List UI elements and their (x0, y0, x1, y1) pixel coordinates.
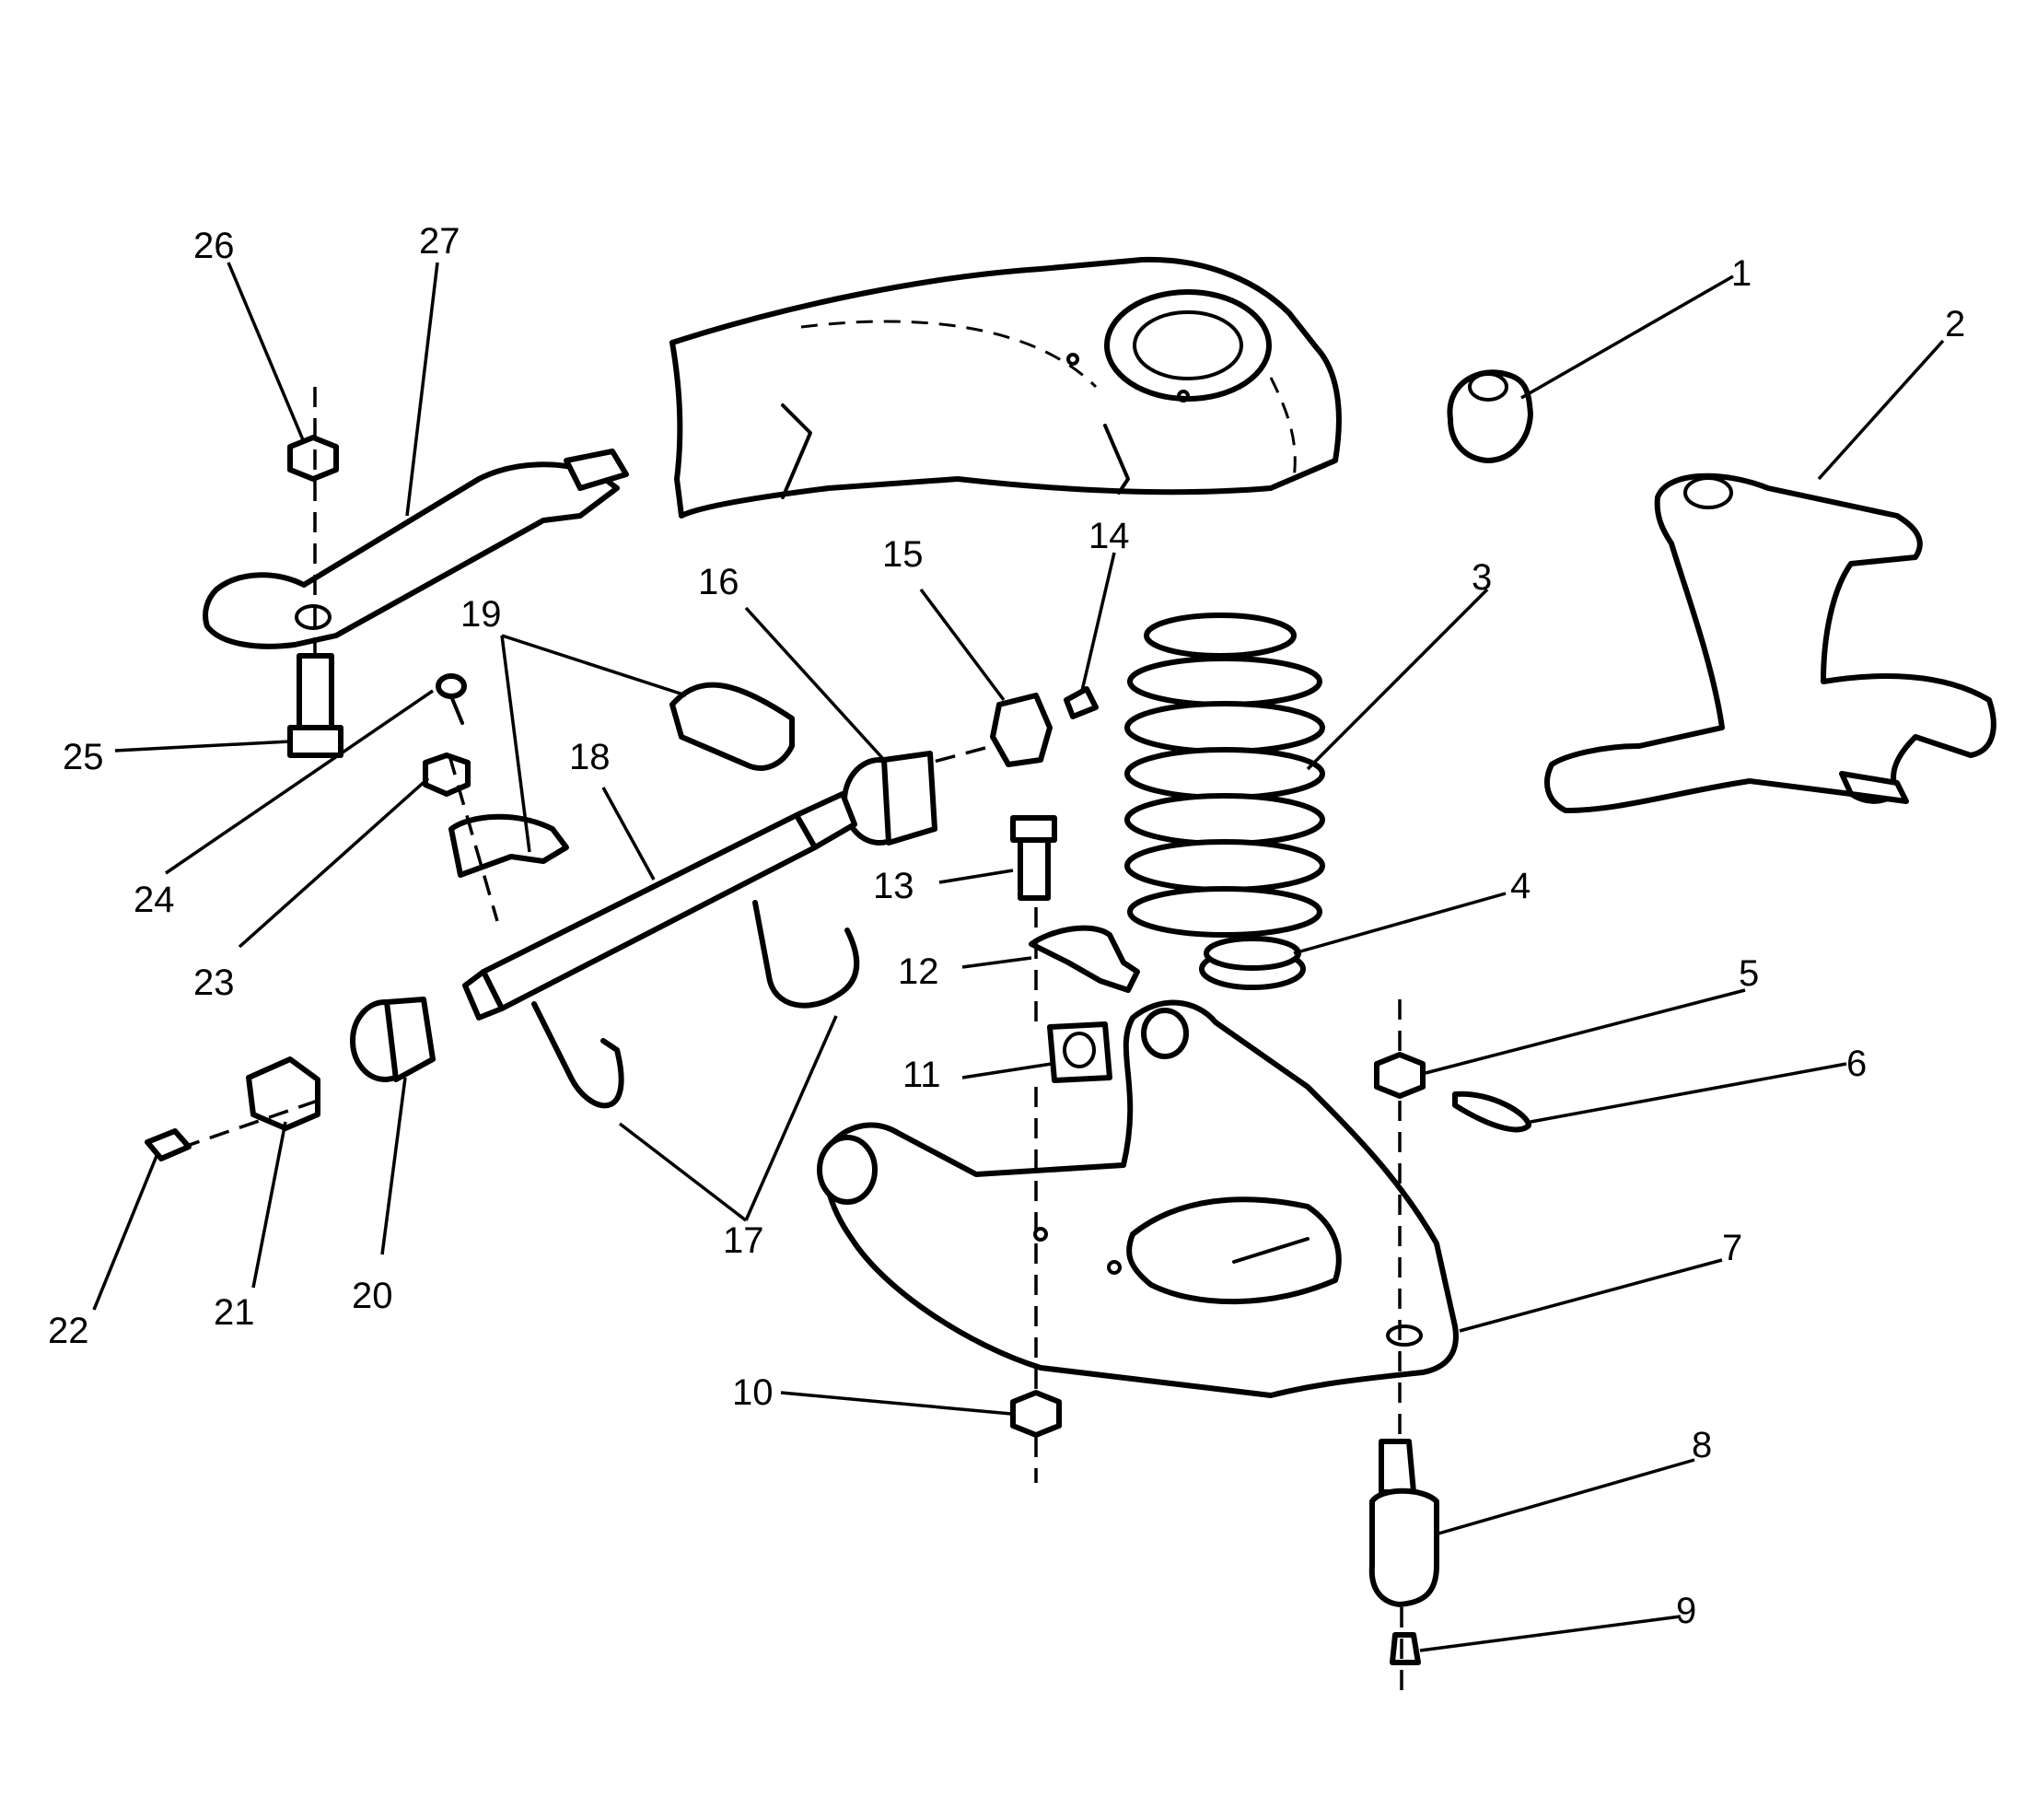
cotter-pin-part-6 (1452, 1091, 1531, 1133)
u-bolt-part-17a (752, 900, 860, 1009)
callout-1: 1 (1731, 253, 1752, 294)
nut-part-23 (423, 752, 471, 797)
callout-5: 5 (1739, 953, 1759, 994)
callout-3: 3 (1472, 557, 1492, 598)
callout-2: 2 (1945, 304, 1965, 344)
callout-7: 7 (1722, 1228, 1742, 1268)
nut-part-5 (1374, 1052, 1426, 1099)
callout-4: 4 (1510, 866, 1531, 906)
frame-crossmember (669, 256, 1342, 519)
nut-part-10 (1010, 1390, 1062, 1438)
callout-23: 23 (193, 962, 235, 1003)
bumper-part-1 (1447, 369, 1533, 463)
callout-25: 25 (63, 737, 104, 777)
callout-13: 13 (873, 866, 914, 906)
callout-12: 12 (898, 951, 939, 992)
callout-15: 15 (882, 534, 924, 575)
callout-16: 16 (698, 562, 739, 602)
coil-spring-part-3 (1124, 612, 1325, 938)
bolt-part-13 (1010, 815, 1057, 901)
bushing-part-16 (842, 751, 937, 846)
callout-11: 11 (902, 1055, 941, 1095)
callout-labels: 1 2 3 4 5 6 7 8 9 10 11 12 13 14 15 16 1… (48, 221, 1965, 1631)
bushing-part-15 (990, 693, 1053, 767)
grease-fitting-part-22 (145, 1128, 192, 1161)
callout-19: 19 (460, 594, 502, 635)
callout-20: 20 (352, 1276, 393, 1316)
callout-21: 21 (214, 1292, 255, 1333)
bushing-part-20 (350, 997, 436, 1082)
u-bolt-part-17b (531, 1001, 624, 1109)
centerlines (183, 387, 1403, 1690)
callout-10: 10 (732, 1372, 774, 1413)
bracket-part-19a (669, 682, 795, 771)
spring-insulator-part-4 (1199, 936, 1306, 990)
ball-joint-part-8 (1368, 1439, 1439, 1607)
grease-fitting-part-9 (1390, 1632, 1421, 1665)
callout-22: 22 (48, 1311, 89, 1351)
nut-part-26 (287, 435, 339, 482)
leader-lines (92, 262, 1945, 1652)
callout-9: 9 (1676, 1591, 1696, 1631)
callout-8: 8 (1692, 1425, 1712, 1465)
callout-14: 14 (1088, 516, 1130, 556)
callout-18: 18 (569, 737, 611, 777)
callout-24: 24 (134, 880, 175, 920)
bolt-part-25 (287, 653, 343, 758)
callout-17: 17 (723, 1220, 764, 1261)
control-arm-part-27 (203, 449, 629, 649)
callout-6: 6 (1846, 1044, 1867, 1084)
callout-27: 27 (419, 221, 460, 262)
nut-part-21 (246, 1056, 320, 1131)
pin-part-24 (436, 673, 467, 725)
strut-bar-part-18 (462, 791, 857, 1021)
steering-knuckle-part-2 (1544, 472, 1996, 813)
bushing-part-11 (1047, 1021, 1112, 1083)
grease-fitting-part-14 (1064, 686, 1099, 719)
callout-26: 26 (193, 226, 235, 266)
bracket-part-12 (1029, 925, 1140, 993)
lower-control-arm-part-7 (817, 999, 1459, 1398)
